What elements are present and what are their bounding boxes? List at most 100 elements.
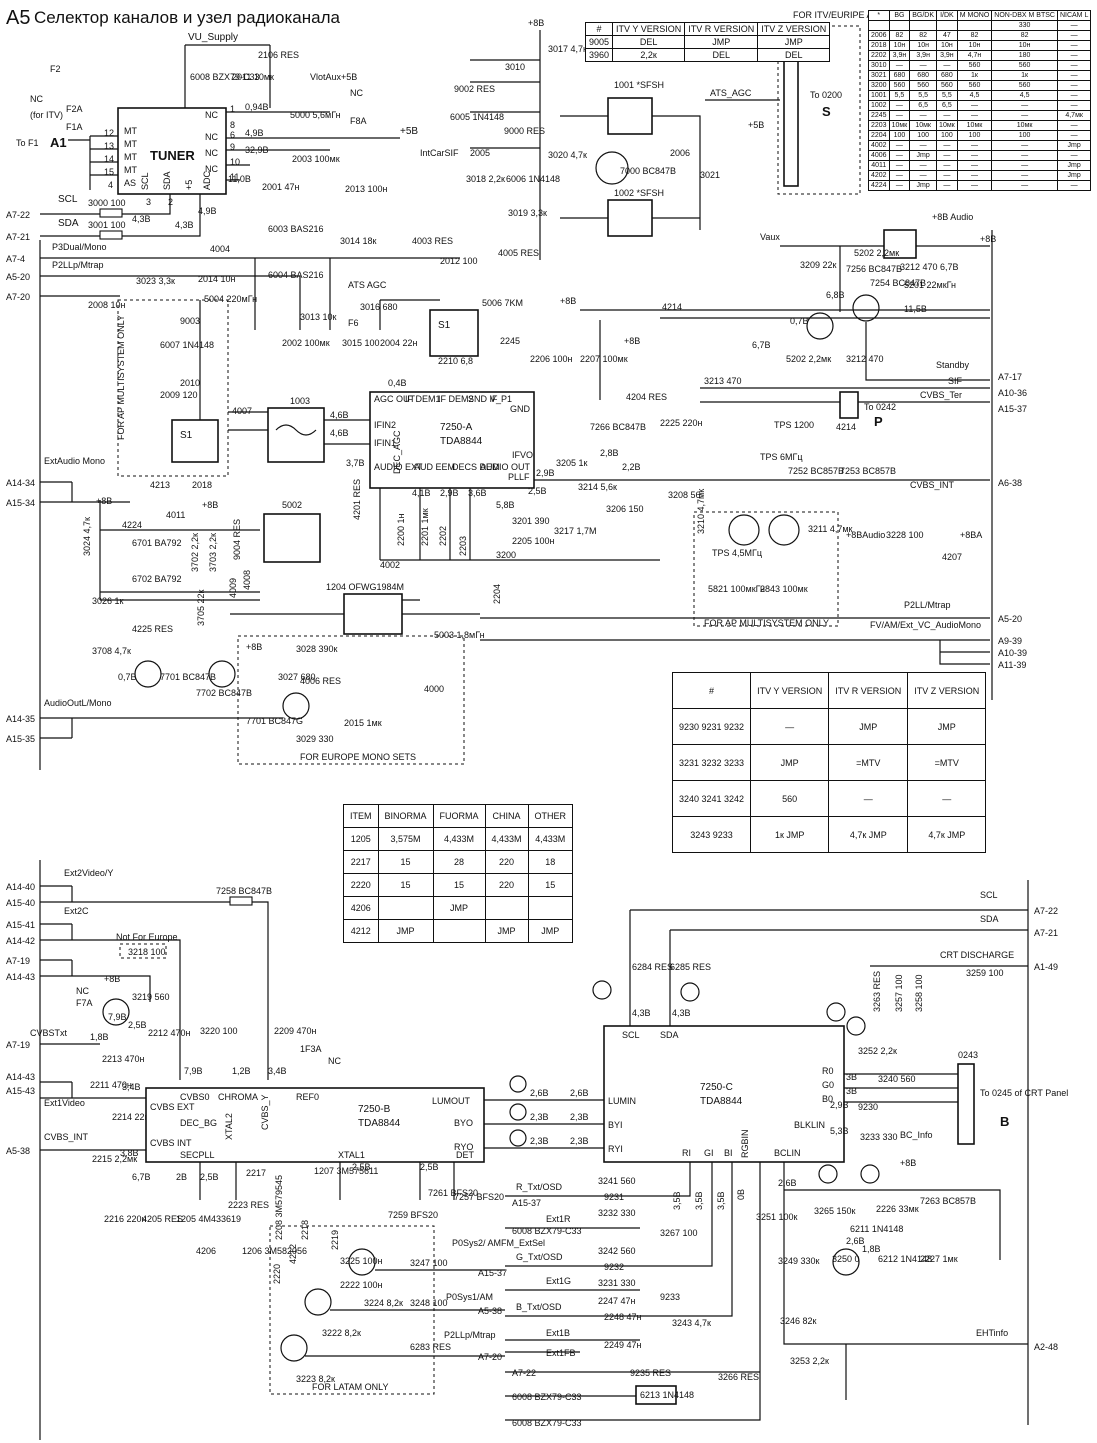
svg-text:5003 1,8мГн: 5003 1,8мГн <box>434 630 485 640</box>
table-row: 3960 2,2к DEL DEL <box>584 48 831 62</box>
table-header-cell: BINORMA <box>377 804 434 828</box>
svg-text:TPS 4,5МГц: TPS 4,5МГц <box>712 548 762 558</box>
svg-text:3013 10к: 3013 10к <box>300 312 337 322</box>
table-cell: 1к <box>956 70 993 81</box>
table-cell: JMP <box>907 708 987 745</box>
svg-text:1207 3M575611: 1207 3M575611 <box>314 1166 378 1176</box>
table-cell: — <box>888 140 911 151</box>
svg-text:R0: R0 <box>822 1066 834 1076</box>
table-cell <box>888 20 911 31</box>
svg-text:14: 14 <box>104 154 114 164</box>
test-point-v10 <box>680 982 700 1002</box>
svg-text:5202 2,2мк: 5202 2,2мк <box>854 248 899 258</box>
svg-text:R_Txt/OSD: R_Txt/OSD <box>516 1182 563 1192</box>
svg-text:3266 RES: 3266 RES <box>718 1372 759 1382</box>
svg-text:A15-40: A15-40 <box>6 898 35 908</box>
svg-text:AUDIO EXT: AUDIO EXT <box>374 462 423 472</box>
svg-text:5002: 5002 <box>282 500 302 510</box>
svg-text:MT: MT <box>124 126 137 136</box>
svg-text:NC: NC <box>328 1056 341 1066</box>
svg-text:3218 100: 3218 100 <box>128 947 166 957</box>
svg-text:4225 RES: 4225 RES <box>132 624 173 634</box>
svg-text:2214 22н: 2214 22н <box>112 1112 150 1122</box>
table-cell: 47 <box>936 30 958 41</box>
svg-text:2225 220н: 2225 220н <box>660 418 703 428</box>
svg-text:3208 56: 3208 56 <box>668 490 701 500</box>
table-row: 4002—————Jmp <box>868 140 1092 151</box>
table-cell: JMP <box>484 919 529 943</box>
table-cell: 3021 <box>868 70 890 81</box>
table-cell: 10н <box>936 40 958 51</box>
svg-text:7261 BFS20: 7261 BFS20 <box>428 1188 478 1198</box>
svg-text:3224 8,2к: 3224 8,2к <box>364 1298 403 1308</box>
svg-text:12: 12 <box>104 128 114 138</box>
table-cell: — <box>956 160 993 171</box>
table-cell: JMP <box>432 896 486 920</box>
svg-text:3212 470: 3212 470 <box>846 354 884 364</box>
svg-text:P2LLp/Mtrap: P2LLp/Mtrap <box>444 1330 496 1340</box>
svg-text:4207: 4207 <box>942 552 962 562</box>
svg-text:7702 BC847B: 7702 BC847B <box>196 688 252 698</box>
svg-text:7250-A: 7250-A <box>440 422 473 433</box>
svg-text:4206: 4206 <box>196 1246 216 1256</box>
svg-text:RGBIN: RGBIN <box>740 1129 750 1158</box>
table-cell: JMP <box>828 708 909 745</box>
table-header-cell: BG/DK <box>909 10 938 21</box>
svg-text:+8B: +8B <box>980 234 996 244</box>
svg-text:10: 10 <box>230 157 240 167</box>
svg-text:2200 1н: 2200 1н <box>396 513 406 546</box>
svg-text:1: 1 <box>230 104 235 114</box>
svg-text:3015 100: 3015 100 <box>342 338 380 348</box>
table-cell: 2217 <box>343 850 379 874</box>
svg-text:P0Sys2/ AMFM_ExtSel: P0Sys2/ AMFM_ExtSel <box>452 1238 545 1248</box>
svg-text:Ext1B: Ext1B <box>546 1328 570 1338</box>
svg-text:FOR AP MULTISYSTEM ONLY: FOR AP MULTISYSTEM ONLY <box>116 315 126 440</box>
table-cell <box>956 20 993 31</box>
svg-text:3024 4,7к: 3024 4,7к <box>82 517 92 556</box>
table-cell: 15 <box>377 850 434 874</box>
svg-text:3243 4,7к: 3243 4,7к <box>672 1318 711 1328</box>
svg-text:2,5B: 2,5B <box>200 1172 219 1182</box>
svg-text:1,8B: 1,8B <box>862 1244 881 1254</box>
svg-text:Vaux: Vaux <box>760 232 780 242</box>
svg-text:2204: 2204 <box>492 584 502 604</box>
svg-text:2217: 2217 <box>246 1168 266 1178</box>
table-cell <box>527 896 574 920</box>
svg-text:Not For Europe: Not For Europe <box>116 932 178 942</box>
svg-text:A15-34: A15-34 <box>6 498 35 508</box>
svg-text:2,3B: 2,3B <box>530 1112 549 1122</box>
svg-text:+8B: +8B <box>246 642 262 652</box>
svg-text:6212 1N4148: 6212 1N4148 <box>878 1254 932 1264</box>
svg-text:+8B: +8B <box>528 18 544 28</box>
svg-text:6211 1N4148: 6211 1N4148 <box>850 1224 903 1234</box>
svg-text:F1A: F1A <box>66 122 83 132</box>
table-cell: 4,7к JMP <box>828 816 909 853</box>
table-cell: 100 <box>888 130 911 141</box>
svg-text:8: 8 <box>230 120 235 130</box>
svg-text:FOR EUROPE MONO SETS: FOR EUROPE MONO SETS <box>300 752 416 762</box>
table-cell: 330 <box>991 20 1058 31</box>
svg-text:2005: 2005 <box>470 148 490 158</box>
table-cell: 4002 <box>868 140 890 151</box>
table-cell: — <box>956 140 993 151</box>
svg-text:6008 BZX79-C33: 6008 BZX79-C33 <box>190 72 260 82</box>
table-cell: — <box>956 100 993 111</box>
svg-text:6003 BAS216: 6003 BAS216 <box>268 224 324 234</box>
svg-text:15: 15 <box>104 167 114 177</box>
svg-text:7256 BC847B: 7256 BC847B <box>846 264 902 274</box>
svg-text:3223 8,2к: 3223 8,2к <box>296 1374 335 1384</box>
svg-text:9230: 9230 <box>858 1102 878 1112</box>
svg-text:2,5B: 2,5B <box>352 1162 371 1172</box>
table-row: 4224—Jmp———— <box>868 180 1092 191</box>
svg-text:A7-19: A7-19 <box>6 1040 30 1050</box>
svg-text:2,5B: 2,5B <box>128 1020 147 1030</box>
svg-text:6284 RES: 6284 RES <box>632 962 673 972</box>
svg-text:7263 BC857B: 7263 BC857B <box>920 1196 976 1206</box>
test-point-v8 <box>860 1164 880 1184</box>
svg-text:2227 1мк: 2227 1мк <box>920 1254 958 1264</box>
